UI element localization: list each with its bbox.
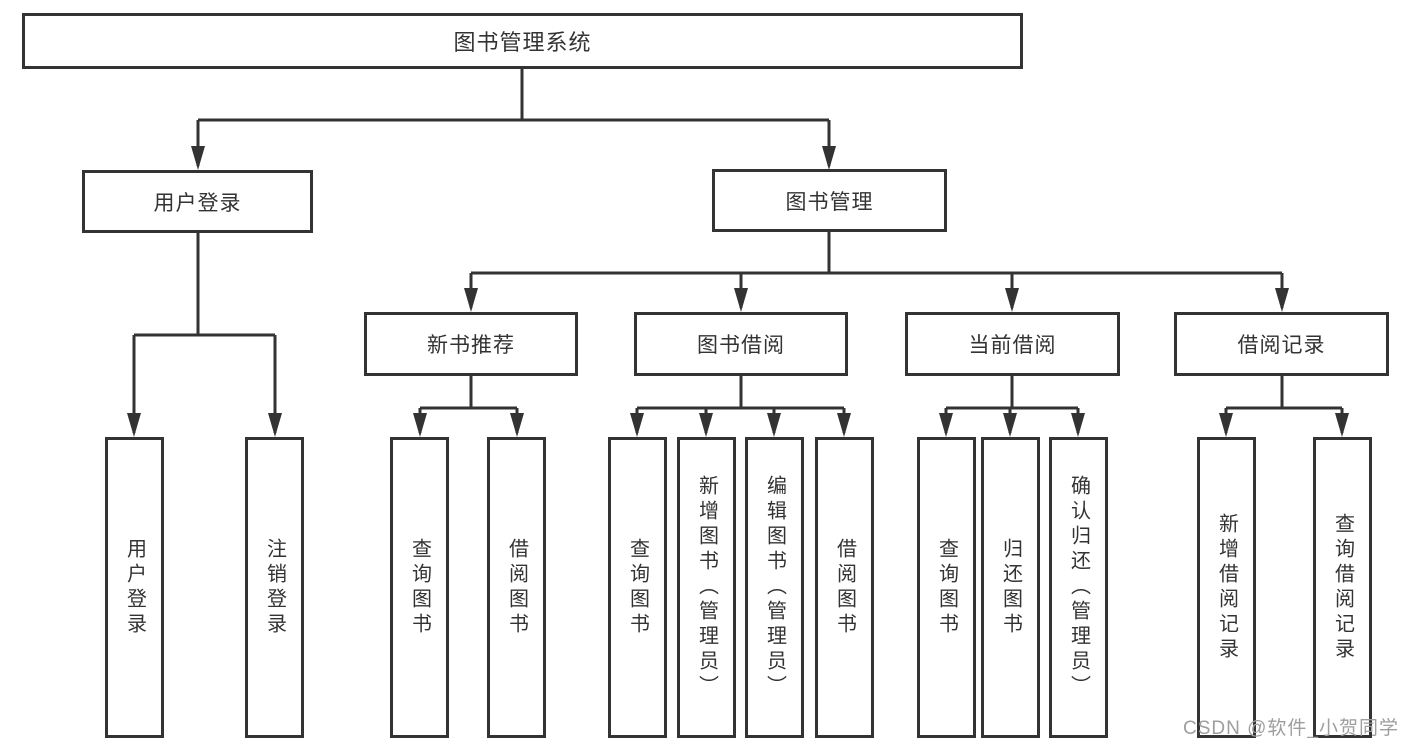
node-leaf-borrow-edit: 编辑图书（管理员） bbox=[745, 437, 804, 738]
node-leaf-borrow-query-label: 查询图书 bbox=[626, 537, 649, 638]
node-leaf-login-label: 用户登录 bbox=[123, 537, 146, 638]
node-leaf-newbooks-query: 查询图书 bbox=[390, 437, 449, 738]
node-leaf-current-query: 查询图书 bbox=[917, 437, 976, 738]
node-user-login: 用户登录 bbox=[82, 170, 313, 233]
node-leaf-newbooks-borrow: 借阅图书 bbox=[487, 437, 546, 738]
node-root: 图书管理系统 bbox=[22, 13, 1023, 69]
node-leaf-current-query-label: 查询图书 bbox=[935, 537, 958, 638]
node-leaf-records-query-label: 查询借阅记录 bbox=[1331, 512, 1354, 663]
node-book-management: 图书管理 bbox=[712, 169, 947, 232]
node-leaf-borrow-do: 借阅图书 bbox=[815, 437, 874, 738]
node-leaf-borrow-query: 查询图书 bbox=[608, 437, 667, 738]
node-leaf-records-add: 新增借阅记录 bbox=[1197, 437, 1256, 738]
node-leaf-login: 用户登录 bbox=[105, 437, 164, 738]
node-leaf-current-confirm-label: 确认归还（管理员） bbox=[1067, 475, 1090, 700]
node-current-borrowing-label: 当前借阅 bbox=[968, 334, 1057, 357]
node-book-management-label: 图书管理 bbox=[785, 190, 874, 214]
node-book-borrowing: 图书借阅 bbox=[634, 312, 848, 376]
node-leaf-records-add-label: 新增借阅记录 bbox=[1215, 512, 1238, 663]
node-current-borrowing: 当前借阅 bbox=[905, 312, 1120, 376]
node-leaf-logout: 注销登录 bbox=[245, 437, 304, 738]
node-leaf-newbooks-query-label: 查询图书 bbox=[408, 537, 431, 638]
node-leaf-borrow-do-label: 借阅图书 bbox=[833, 537, 856, 638]
node-user-login-label: 用户登录 bbox=[153, 191, 242, 215]
node-book-borrowing-label: 图书借阅 bbox=[697, 334, 785, 357]
node-new-books: 新书推荐 bbox=[364, 312, 578, 376]
node-root-label: 图书管理系统 bbox=[453, 30, 592, 55]
node-leaf-logout-label: 注销登录 bbox=[263, 537, 286, 638]
arrowheads bbox=[127, 146, 1349, 437]
node-new-books-label: 新书推荐 bbox=[427, 334, 515, 357]
node-leaf-borrow-add-label: 新增图书（管理员） bbox=[695, 475, 718, 700]
node-leaf-current-confirm: 确认归还（管理员） bbox=[1049, 437, 1108, 738]
csdn-watermark: CSDN @软件_小贺同学 bbox=[1183, 718, 1399, 739]
node-borrow-records: 借阅记录 bbox=[1174, 312, 1389, 376]
node-borrow-records-label: 借阅记录 bbox=[1237, 334, 1326, 357]
node-leaf-current-return: 归还图书 bbox=[981, 437, 1040, 738]
node-leaf-borrow-edit-label: 编辑图书（管理员） bbox=[763, 475, 786, 700]
node-leaf-records-query: 查询借阅记录 bbox=[1313, 437, 1372, 738]
node-leaf-current-return-label: 归还图书 bbox=[999, 537, 1022, 638]
node-leaf-borrow-add: 新增图书（管理员） bbox=[677, 437, 736, 738]
node-leaf-newbooks-borrow-label: 借阅图书 bbox=[505, 537, 528, 638]
